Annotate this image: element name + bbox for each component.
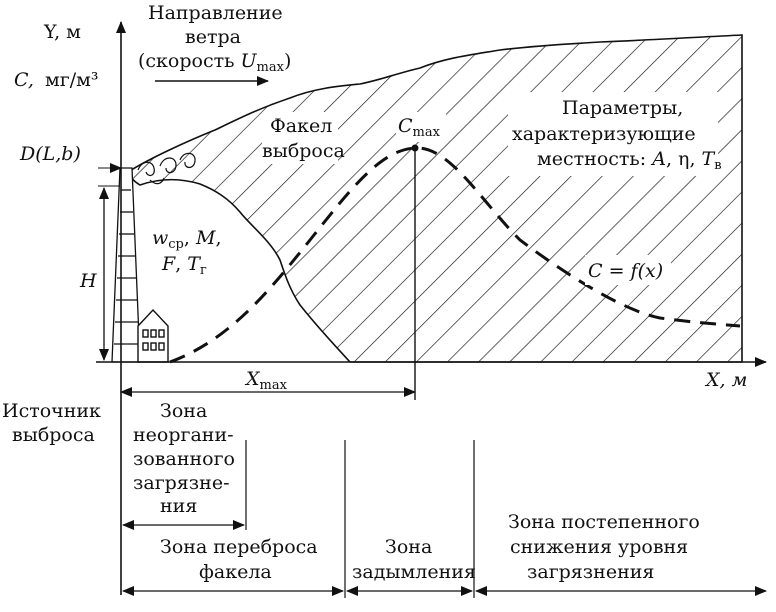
source-label: Источник выброса	[2, 400, 101, 446]
svg-text:факела: факела	[199, 561, 272, 583]
svg-text:загрязне-: загрязне-	[133, 472, 229, 494]
svg-text:задымления: задымления	[352, 561, 476, 583]
svg-text:Зона: Зона	[160, 400, 207, 422]
svg-text:(скорость Umax): (скорость Umax)	[138, 50, 291, 75]
svg-text:Параметры,: Параметры,	[562, 97, 683, 119]
chimney-stack	[111, 167, 141, 363]
svg-text:местность: A, η, Tв: местность: A, η, Tв	[537, 148, 722, 173]
concentration-curve	[169, 146, 741, 364]
svg-text:снижения уровня: снижения уровня	[510, 536, 688, 558]
cmax-label: Cmax	[396, 112, 446, 142]
svg-text:выброса: выброса	[12, 424, 95, 446]
svg-text:Источник: Источник	[2, 400, 101, 422]
zone-unorganized-label: Зона неоргани- зованного загрязне- ния	[133, 400, 235, 517]
house-icon	[137, 308, 169, 363]
svg-text:F, Tг: F, Tг	[161, 253, 207, 278]
zone-decrease-label: Зона постепенного снижения уровня загряз…	[508, 511, 700, 583]
plume-label: Факел выброса	[262, 112, 345, 164]
svg-text:зованного: зованного	[133, 448, 235, 470]
plume-region	[127, 34, 743, 363]
curve-label: C = f(x)	[585, 255, 671, 285]
wind-label: Направление ветра (скорость Umax)	[138, 2, 291, 75]
diameter-label: D(L,b)	[19, 143, 81, 165]
svg-text:выброса: выброса	[262, 140, 345, 162]
height-label: H	[79, 270, 97, 292]
svg-text:характеризующие: характеризующие	[512, 123, 696, 145]
zone-transfer-label: Зона переброса факела	[160, 536, 318, 583]
svg-text:Cmax: Cmax	[398, 115, 441, 140]
svg-text:Зона: Зона	[385, 536, 432, 558]
emission-parameters-label: wср, M, F, Tг	[152, 227, 221, 278]
svg-text:неоргани-: неоргани-	[133, 424, 234, 446]
svg-text:Факел: Факел	[270, 115, 332, 137]
svg-text:ния: ния	[160, 495, 197, 517]
svg-text:ветра: ветра	[185, 26, 241, 48]
svg-text:Зона постепенного: Зона постепенного	[508, 511, 700, 533]
svg-text:wср, M,: wср, M,	[152, 227, 221, 252]
svg-text:Зона переброса: Зона переброса	[160, 536, 318, 558]
y-axis-label: Y, м	[43, 21, 81, 43]
concentration-axis-label: C, мг/м³	[14, 69, 99, 91]
cmax-point	[411, 144, 419, 152]
smoke-puffs-icon	[137, 152, 196, 185]
svg-text:C = f(x): C = f(x)	[588, 260, 663, 282]
terrain-parameters-label: Параметры, характеризующие местность: A,…	[508, 92, 722, 176]
svg-text:Направление: Направление	[148, 2, 283, 24]
zone-smoke-label: Зона задымления	[352, 536, 476, 583]
xmax-label: Xmax	[244, 368, 288, 393]
x-axis-label: X, м	[704, 369, 747, 391]
svg-text:загрязнения: загрязнения	[527, 561, 654, 583]
